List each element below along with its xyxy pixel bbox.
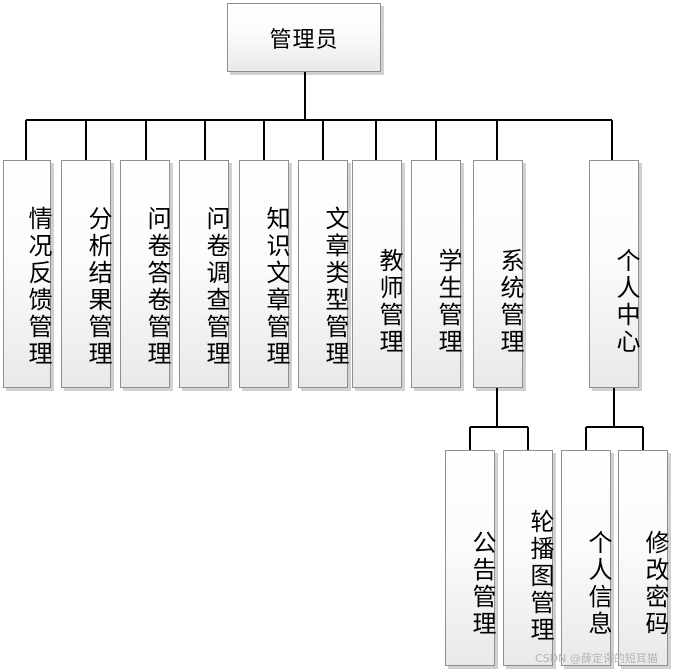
node-label: 个人中心 — [612, 247, 640, 356]
node-label: 修改密码 — [641, 530, 669, 638]
node-student-management: 学生管理 — [411, 160, 462, 388]
node-personal-info: 个人信息 — [561, 450, 612, 666]
root-label: 管理员 — [269, 27, 339, 53]
node-system-management: 系统管理 — [473, 160, 524, 388]
node-label: 情况反馈管理 — [24, 205, 52, 368]
node-label: 分析结果管理 — [84, 205, 112, 368]
node-label: 公告管理 — [468, 530, 496, 638]
node-announcement-management: 公告管理 — [445, 450, 496, 666]
node-label: 文章类型管理 — [321, 205, 349, 368]
node-feedback-management: 情况反馈管理 — [3, 160, 52, 388]
node-change-password: 修改密码 — [618, 450, 669, 666]
node-analysis-result-management: 分析结果管理 — [61, 160, 112, 388]
node-label: 问卷答卷管理 — [143, 205, 171, 368]
node-personal-center: 个人中心 — [589, 160, 640, 388]
root-node-admin: 管理员 — [227, 3, 381, 72]
node-carousel-management: 轮播图管理 — [503, 450, 554, 666]
node-knowledge-article-management: 知识文章管理 — [239, 160, 290, 388]
node-label: 系统管理 — [496, 247, 524, 356]
node-label: 学生管理 — [434, 247, 462, 356]
node-questionnaire-survey-management: 问卷调查管理 — [179, 160, 230, 388]
node-article-type-management: 文章类型管理 — [298, 160, 349, 388]
node-label: 问卷调查管理 — [202, 205, 230, 368]
node-label: 知识文章管理 — [262, 205, 290, 368]
node-label: 教师管理 — [375, 247, 403, 356]
node-teacher-management: 教师管理 — [352, 160, 403, 388]
node-questionnaire-answer-management: 问卷答卷管理 — [120, 160, 171, 388]
node-label: 个人信息 — [584, 530, 612, 638]
watermark-text: CSDN @薛定谔的短耳猫 — [535, 652, 658, 665]
node-label: 轮播图管理 — [526, 508, 554, 644]
